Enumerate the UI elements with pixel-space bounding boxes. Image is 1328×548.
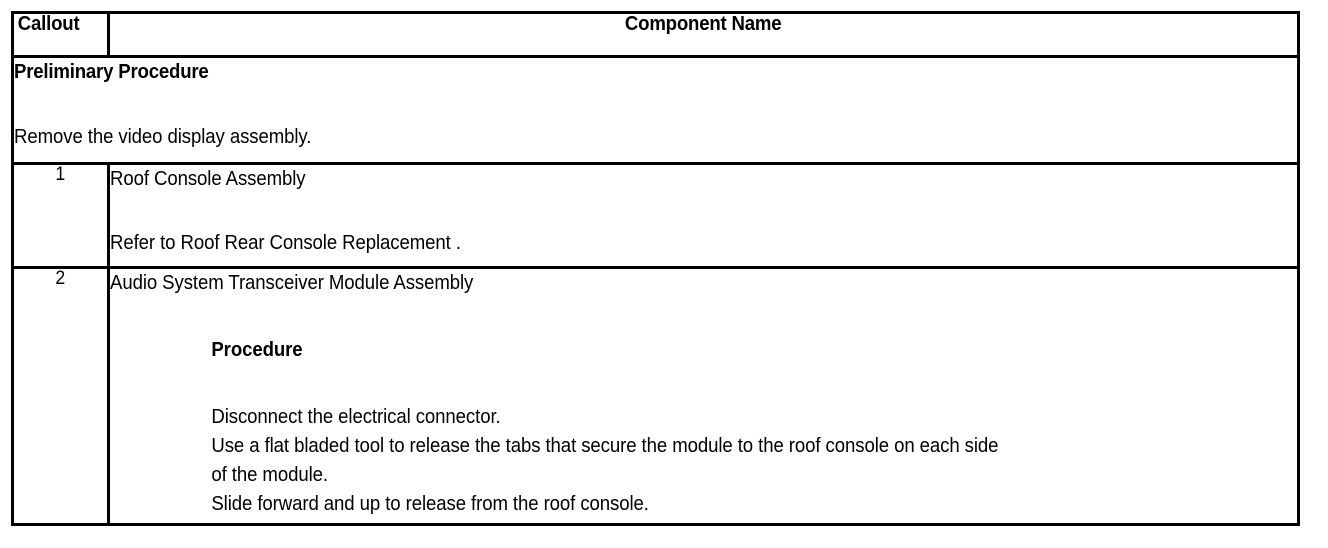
header-label-component-name: Component Name	[625, 13, 782, 35]
preliminary-procedure-row: Preliminary Procedure Remove the video d…	[11, 55, 1300, 165]
component-reference-1: Refer to Roof Rear Console Replacement .	[110, 232, 461, 254]
component-table: Callout Component Name Preliminary Proce…	[11, 11, 1300, 526]
preliminary-procedure-cell: Preliminary Procedure Remove the video d…	[11, 55, 1300, 165]
procedure-step-2-cont: of the module.	[211, 464, 328, 486]
component-cell-2: Audio System Transceiver Module Assembly…	[107, 266, 1300, 526]
header-label-callout: Callout	[17, 13, 80, 35]
preliminary-procedure-text: Remove the video display assembly.	[14, 126, 312, 148]
callout-number-1: 1	[55, 164, 66, 185]
header-cell-component-name: Component Name	[107, 11, 1300, 58]
component-title-2: Audio System Transceiver Module Assembly	[110, 272, 474, 294]
procedure-step-2: Use a flat bladed tool to release the ta…	[211, 435, 999, 457]
header-cell-callout: Callout	[11, 11, 110, 58]
procedure-step-3: Slide forward and up to release from the…	[211, 493, 649, 515]
row2-spacer-top	[110, 298, 1297, 336]
callout-number-cell-1: 1	[11, 162, 110, 269]
row2-spacer-mid	[110, 365, 1297, 403]
procedure-step-1: Disconnect the electrical connector.	[211, 406, 501, 428]
procedure-heading-2: Procedure	[211, 339, 303, 361]
table-header-row: Callout Component Name	[11, 11, 1300, 58]
table-row: 2 Audio System Transceiver Module Assemb…	[11, 266, 1300, 526]
component-title-1: Roof Console Assembly	[110, 168, 306, 190]
callout-number-2: 2	[55, 268, 66, 289]
preliminary-procedure-title: Preliminary Procedure	[14, 61, 209, 83]
component-cell-1: Roof Console Assembly Refer to Roof Rear…	[107, 162, 1300, 269]
row1-spacer	[110, 194, 1297, 229]
callout-number-cell-2: 2	[11, 266, 110, 526]
table-row: 1 Roof Console Assembly Refer to Roof Re…	[11, 162, 1300, 269]
preliminary-spacer	[14, 86, 1297, 123]
